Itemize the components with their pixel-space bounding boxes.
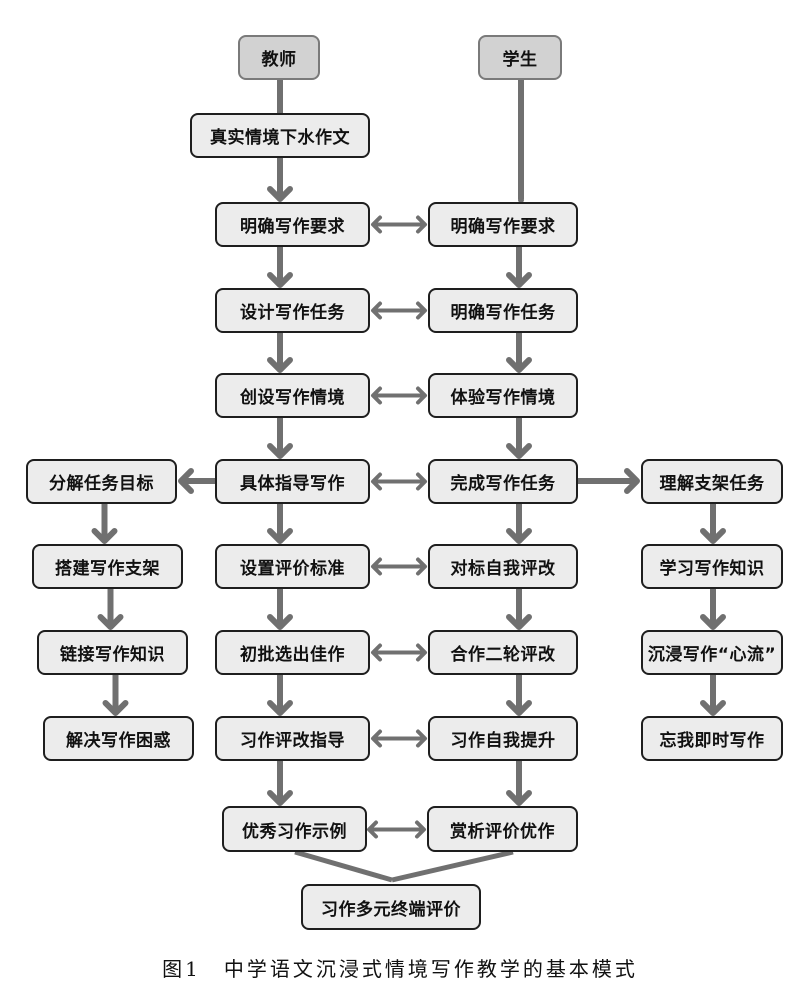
merge-line <box>294 849 393 883</box>
role-student: 学生 <box>478 35 562 80</box>
arrowhead-icon <box>102 700 129 716</box>
arrowhead-icon <box>416 301 427 320</box>
teacher-start-node: 真实情境下水作文 <box>190 113 370 158</box>
arrowhead-icon <box>371 557 382 576</box>
student-step-node: 合作二轮评改 <box>428 630 578 675</box>
student-step-node: 对标自我评改 <box>428 544 578 589</box>
arrowhead-icon <box>267 443 293 459</box>
arrowhead-icon <box>371 215 382 234</box>
arrowhead-icon <box>416 386 427 405</box>
teacher-step-node: 初批选出佳作 <box>215 630 370 675</box>
arrowhead-icon <box>97 614 124 630</box>
arrowhead-icon <box>416 472 427 491</box>
student-step-node: 习作自我提升 <box>428 716 578 761</box>
arrowhead-icon <box>506 528 532 544</box>
teacher-branch-node: 解决写作困惑 <box>43 716 194 761</box>
student-branch-node: 学习写作知识 <box>641 544 783 589</box>
student-branch-node: 沉浸写作“心流” <box>641 630 783 675</box>
arrowhead-icon <box>416 643 427 662</box>
arrowhead-icon <box>367 820 378 839</box>
teacher-step-node: 优秀习作示例 <box>222 806 367 852</box>
arrowhead-icon <box>416 557 427 576</box>
arrowhead-icon <box>371 643 382 662</box>
arrowhead-icon <box>506 790 532 806</box>
student-step-node: 完成写作任务 <box>428 459 578 504</box>
role-teacher: 教师 <box>238 35 320 80</box>
arrowhead-icon <box>267 700 293 716</box>
teacher-branch-node: 搭建写作支架 <box>32 544 183 589</box>
teacher-step-node: 具体指导写作 <box>215 459 370 504</box>
arrowhead-icon <box>506 614 532 630</box>
arrowhead-icon <box>267 186 293 202</box>
student-step-node: 明确写作要求 <box>428 202 578 247</box>
arrowhead-icon <box>506 272 532 288</box>
student-step-node: 体验写作情境 <box>428 373 578 418</box>
arrowhead-icon <box>371 301 382 320</box>
teacher-step-node: 设计写作任务 <box>215 288 370 333</box>
teacher-branch-node: 分解任务目标 <box>26 459 177 504</box>
teacher-branch-node: 链接写作知识 <box>37 630 188 675</box>
student-branch-node: 忘我即时写作 <box>641 716 783 761</box>
figure-caption: 图1 中学语文沉浸式情境写作教学的基本模式 <box>162 957 638 981</box>
arrowhead-icon <box>267 614 293 630</box>
arrowhead-icon <box>415 820 426 839</box>
final-evaluation-node: 习作多元终端评价 <box>301 884 481 930</box>
arrowhead-icon <box>416 729 427 748</box>
arrowhead-icon <box>371 386 382 405</box>
arrowhead-icon <box>371 729 382 748</box>
arrowhead-icon <box>700 528 726 544</box>
arrowhead-icon <box>506 443 532 459</box>
arrowhead-icon <box>506 700 532 716</box>
arrowhead-icon <box>700 614 726 630</box>
arrowhead-icon <box>267 790 293 806</box>
arrowhead-icon <box>700 700 726 716</box>
arrowhead-icon <box>178 468 194 494</box>
merge-line <box>391 849 514 883</box>
student-branch-node: 理解支架任务 <box>641 459 783 504</box>
student-step-node: 明确写作任务 <box>428 288 578 333</box>
arrowhead-icon <box>506 357 532 373</box>
arrowhead-icon <box>267 357 293 373</box>
teacher-step-node: 设置评价标准 <box>215 544 370 589</box>
arrowhead-icon <box>91 528 118 544</box>
arrowhead-icon <box>371 472 382 491</box>
arrowhead-icon <box>416 215 427 234</box>
teacher-step-node: 习作评改指导 <box>215 716 370 761</box>
teacher-step-node: 明确写作要求 <box>215 202 370 247</box>
arrowhead-icon <box>267 272 293 288</box>
arrowhead-icon <box>624 468 640 494</box>
student-step-node: 赏析评价优作 <box>427 806 578 852</box>
teacher-step-node: 创设写作情境 <box>215 373 370 418</box>
arrowhead-icon <box>267 528 293 544</box>
